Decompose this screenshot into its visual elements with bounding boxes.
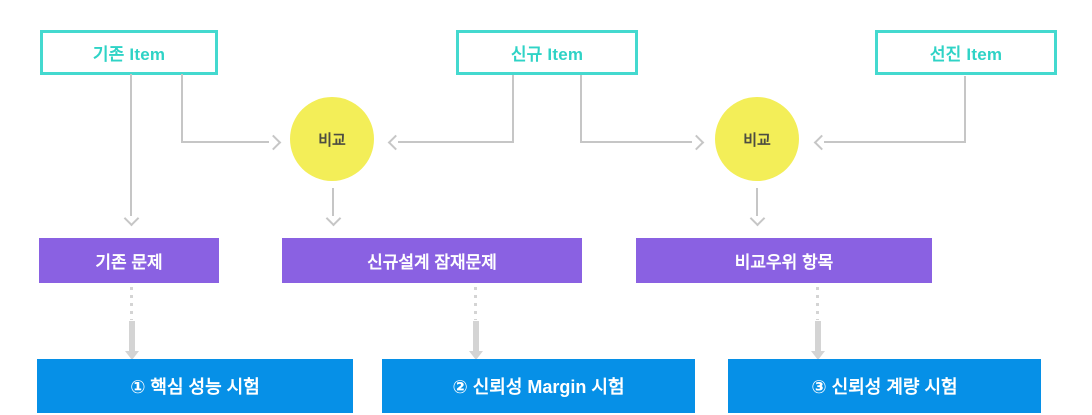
node-comparative-advantage-items: 비교우위 항목: [636, 238, 932, 283]
node-existing-item: 기존 Item: [40, 30, 218, 75]
arrowhead-left-icon: [813, 134, 830, 151]
compare-circle-left: 비교: [290, 97, 374, 181]
dotted-connector: [474, 287, 477, 320]
node-new-item: 신규 Item: [456, 30, 638, 75]
connector-compare-left-to-latent-problems: [332, 188, 334, 216]
connector-new-to-compare-left-horizontal: [398, 141, 514, 143]
node-existing-problems: 기존 문제: [39, 238, 219, 283]
node-core-performance-test: ① 핵심 성능 시험: [37, 359, 353, 413]
connector-new-to-compare-left-vertical: [512, 75, 514, 143]
thick-arrow-shaft: [473, 321, 479, 351]
connector-compare-right-to-advantage-items: [756, 188, 758, 216]
connector-new-to-compare-right-horizontal: [580, 141, 692, 143]
connector-existing-to-compare-left-horizontal: [181, 141, 269, 143]
node-new-design-latent-problems: 신규설계 잠재문제: [282, 238, 582, 283]
compare-circle-label: 비교: [743, 131, 771, 149]
dotted-connector: [130, 287, 133, 320]
thick-arrowhead-down-icon: [469, 351, 483, 360]
thick-arrowhead-down-icon: [125, 351, 139, 360]
node-advanced-item: 선진 Item: [875, 30, 1057, 75]
connector-advanced-to-compare-right-vertical: [964, 76, 966, 143]
thick-arrow-shaft: [815, 321, 821, 351]
node-reliability-margin-test: ② 신뢰성 Margin 시험: [382, 359, 695, 413]
arrowhead-down-icon: [749, 210, 766, 227]
thick-arrow-shaft: [129, 321, 135, 351]
compare-circle-label: 비교: [318, 131, 346, 149]
connector-new-to-compare-right-vertical: [580, 75, 582, 143]
arrowhead-left-icon: [387, 134, 404, 151]
connector-advanced-to-compare-right-horizontal: [824, 141, 966, 143]
connector-existing-to-compare-left-vertical: [181, 74, 183, 143]
dotted-connector: [816, 287, 819, 320]
arrowhead-right-icon: [688, 134, 705, 151]
thick-arrowhead-down-icon: [811, 351, 825, 360]
node-reliability-quantitative-test: ③ 신뢰성 계량 시험: [728, 359, 1041, 413]
arrowhead-down-icon: [325, 210, 342, 227]
compare-circle-right: 비교: [715, 97, 799, 181]
connector-existing-to-problems: [130, 74, 132, 216]
arrowhead-right-icon: [265, 134, 282, 151]
arrowhead-down-icon: [123, 210, 140, 227]
